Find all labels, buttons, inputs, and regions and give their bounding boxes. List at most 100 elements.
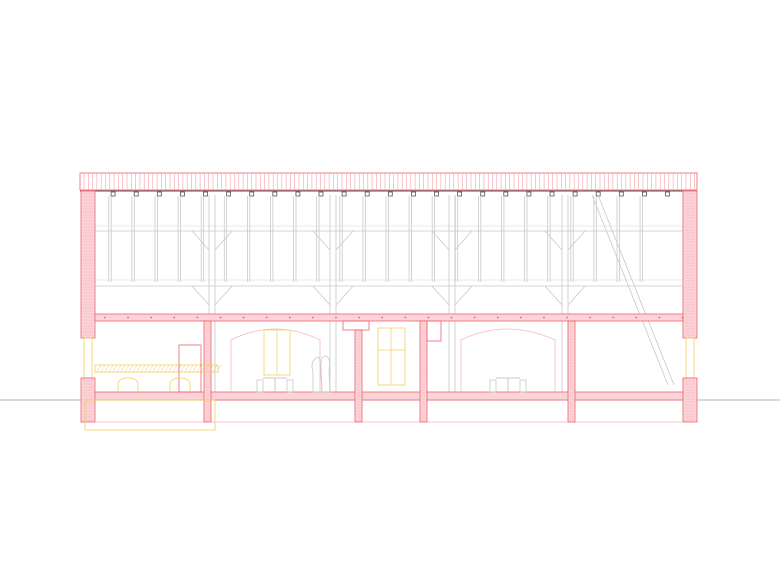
purlin xyxy=(526,191,532,197)
slab-joist xyxy=(312,316,314,319)
person-figure xyxy=(311,356,323,393)
slab-joist xyxy=(127,316,129,319)
door-header xyxy=(342,320,370,331)
brace xyxy=(567,285,586,306)
annex-slab-hatch xyxy=(196,364,202,373)
slab-joist xyxy=(288,316,291,319)
brace xyxy=(214,230,233,251)
left-wall-upper xyxy=(80,190,96,339)
slab-joist xyxy=(335,316,337,319)
brace xyxy=(191,230,210,251)
left-wall-window xyxy=(83,337,93,379)
slab-joist xyxy=(612,316,615,319)
ground-floor-slab xyxy=(94,391,684,401)
roof-covering xyxy=(79,172,698,192)
purlin xyxy=(249,191,255,197)
slab-joist xyxy=(150,316,153,319)
diagonal-stair xyxy=(597,194,675,386)
chair xyxy=(489,379,497,393)
interior-wall xyxy=(419,320,428,423)
slab-joist xyxy=(450,316,453,319)
brace xyxy=(335,285,354,306)
annex-slab xyxy=(94,364,219,373)
slab-joist xyxy=(381,316,384,319)
annex-slab-hatch xyxy=(184,364,190,373)
slab-joist xyxy=(473,316,476,319)
slab-joist xyxy=(566,316,568,319)
annex-slab-hatch xyxy=(192,364,198,373)
annex-slab-hatch xyxy=(96,364,102,373)
slab-joist xyxy=(358,316,360,319)
right-wall-window xyxy=(685,337,695,379)
vaulted-opening xyxy=(460,328,556,392)
purlin xyxy=(457,191,463,197)
purlin xyxy=(318,191,324,197)
annex-slab-hatch xyxy=(160,364,166,373)
upper-floor-slab xyxy=(94,313,684,322)
annex-slab-hatch xyxy=(124,364,130,373)
slab-joist xyxy=(104,316,106,319)
annex-slab-hatch xyxy=(108,364,114,373)
slab-joist xyxy=(242,316,245,319)
annex-slab-hatch xyxy=(216,364,222,373)
purlin xyxy=(341,191,347,197)
purlin xyxy=(480,191,486,197)
diagonal-stair xyxy=(591,194,669,386)
purlin xyxy=(665,191,670,197)
purlin xyxy=(272,191,278,197)
annex-slab-hatch xyxy=(200,364,206,373)
slab-joist xyxy=(543,316,545,319)
chair xyxy=(286,379,294,393)
annex-slab-hatch xyxy=(204,364,210,373)
brace xyxy=(312,285,331,306)
annex-slab-hatch xyxy=(128,364,134,373)
brace xyxy=(312,230,331,251)
annex-slab-hatch xyxy=(168,364,174,373)
purlin xyxy=(642,191,647,197)
chair xyxy=(256,379,264,393)
window xyxy=(377,327,406,386)
brace xyxy=(454,285,473,306)
slab-joist xyxy=(681,316,684,319)
slab-joist xyxy=(519,316,522,319)
purlin xyxy=(226,191,232,197)
purlin xyxy=(156,191,162,197)
brace xyxy=(335,230,354,251)
annex-slab-hatch xyxy=(172,364,178,373)
annex-slab-hatch xyxy=(188,364,194,373)
purlin xyxy=(387,191,393,197)
purlin xyxy=(503,191,509,197)
purlin xyxy=(110,191,116,197)
annex-slab-hatch xyxy=(180,364,186,373)
interior-wall xyxy=(354,329,363,423)
annex-slab-hatch xyxy=(136,364,142,373)
purlin xyxy=(410,191,416,197)
vaulted-opening xyxy=(230,328,321,392)
annex-slab-hatch xyxy=(132,364,138,373)
purlin xyxy=(618,191,624,197)
slab-joist xyxy=(427,316,430,319)
walls-and-slabs xyxy=(80,190,698,423)
annex-slab-hatch xyxy=(156,364,162,373)
brace xyxy=(567,230,586,251)
slab-joist xyxy=(219,316,222,319)
roof-timber-frame xyxy=(87,191,683,395)
slab-joist xyxy=(265,316,268,319)
person-figure xyxy=(320,355,331,393)
purlin xyxy=(203,191,208,197)
purlin xyxy=(133,191,139,197)
annex-slab-hatch xyxy=(208,364,214,373)
right-wall-upper xyxy=(682,190,698,339)
brace xyxy=(544,230,563,251)
annex-slab-hatch xyxy=(148,364,154,373)
purlin xyxy=(572,191,578,197)
brace xyxy=(214,285,233,306)
brace xyxy=(431,285,450,306)
annex-foundation xyxy=(84,399,216,431)
chair xyxy=(519,379,527,393)
right-wall-lower xyxy=(682,377,698,423)
brace xyxy=(431,230,450,251)
annex-slab-hatch xyxy=(100,364,106,373)
annex-slab-hatch xyxy=(144,364,150,373)
